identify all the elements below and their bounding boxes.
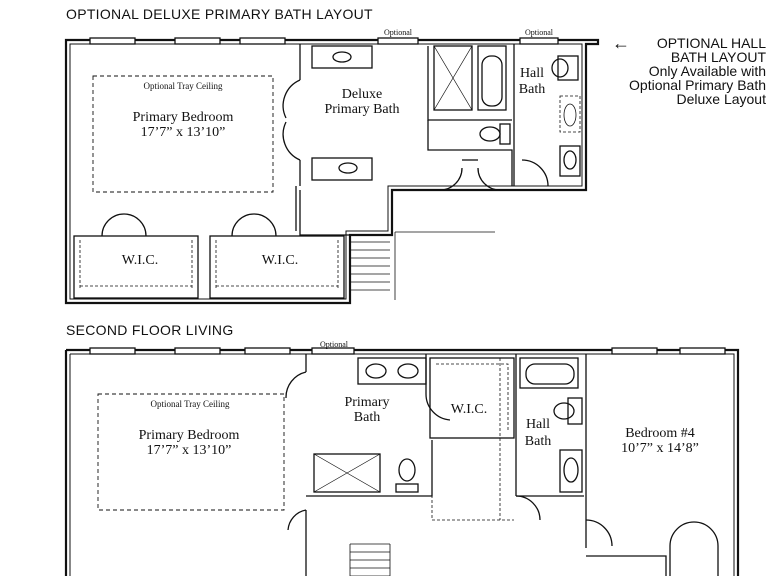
- primary-bedroom-label: Primary Bedroom: [133, 110, 234, 125]
- primary-bath-label-2: Bath: [354, 410, 380, 425]
- wic-right-outline: [209, 235, 345, 299]
- vanity-sink: [311, 157, 373, 181]
- tray-ceiling-label: Optional Tray Ceiling: [143, 81, 223, 91]
- hall-bath-label-b2: Bath: [525, 434, 551, 449]
- window: [174, 347, 221, 355]
- top-plan-title: OPTIONAL DELUXE PRIMARY BATH LAYOUT: [66, 6, 373, 22]
- bedroom4-label: Bedroom #4: [625, 426, 695, 441]
- deluxe-bath-label-1: Deluxe: [342, 87, 382, 102]
- note-line-3: Only Available with: [648, 63, 766, 79]
- wic-right-label: W.I.C.: [262, 253, 298, 268]
- vanity-double-sink: [357, 357, 427, 385]
- window: [244, 347, 291, 355]
- tray-ceiling-outline: [92, 75, 274, 193]
- door-swing: [285, 371, 307, 399]
- optional-window-label-1: Optional: [384, 28, 413, 37]
- note-line-5: Deluxe Layout: [676, 91, 766, 107]
- stairs: [349, 543, 391, 576]
- left-arrow-icon: ←: [612, 33, 630, 53]
- window: [239, 37, 286, 45]
- bottom-floor-plan: [64, 347, 740, 576]
- primary-bedroom-size-2: 17’7” x 13’10”: [147, 443, 232, 458]
- optional-window-label-2: Optional: [525, 28, 554, 37]
- door-swing: [282, 79, 301, 119]
- bathtub: [519, 357, 579, 389]
- toilet: [567, 397, 583, 425]
- hall-bath-label-2: Bath: [519, 82, 545, 97]
- tray-ceiling-outline: [97, 393, 285, 511]
- deluxe-bath-label-2: Primary Bath: [324, 102, 399, 117]
- primary-bedroom-label-2: Primary Bedroom: [139, 428, 240, 443]
- window: [679, 347, 726, 355]
- optional-window-label: Optional: [320, 340, 349, 349]
- note-line-4: Optional Primary Bath: [629, 77, 766, 93]
- bedroom4-size: 10’7” x 14’8”: [621, 441, 699, 456]
- top-floor-plan: [64, 37, 600, 305]
- door-swing: [101, 213, 147, 237]
- shower: [313, 453, 381, 493]
- optional-vanity: [559, 95, 581, 133]
- primary-bedroom-size: 17’7” x 13’10”: [141, 125, 226, 140]
- toilet: [395, 483, 419, 493]
- window: [611, 347, 658, 355]
- closet-doors: [669, 521, 719, 576]
- door-swing: [282, 121, 301, 161]
- optional-window: [519, 37, 559, 45]
- vanity-sink: [559, 449, 583, 493]
- hall-bath-label-1: Hall: [520, 66, 544, 81]
- note-line-1: OPTIONAL HALL: [656, 35, 766, 51]
- window: [89, 347, 136, 355]
- tray-ceiling-label-2: Optional Tray Ceiling: [150, 399, 230, 409]
- wic-left-outline: [73, 235, 199, 299]
- optional-window: [311, 347, 355, 355]
- vanity-sink: [559, 145, 581, 177]
- window: [89, 37, 136, 45]
- bottom-plan-title: SECOND FLOOR LIVING: [66, 322, 234, 338]
- note-line-2: BATH LAYOUT: [670, 49, 766, 65]
- shower: [433, 45, 473, 111]
- door-swing: [585, 519, 613, 547]
- vanity-sink: [311, 45, 373, 69]
- wic-outline: [429, 357, 515, 439]
- wic-left-label: W.I.C.: [122, 253, 158, 268]
- toilet: [557, 55, 579, 81]
- hall-bath-label-b1: Hall: [526, 417, 550, 432]
- optional-hall-bath-note: OPTIONAL HALL BATH LAYOUT Only Available…: [629, 36, 766, 106]
- stairs: [350, 231, 495, 300]
- toilet: [499, 123, 511, 145]
- wic-label: W.I.C.: [451, 402, 487, 417]
- primary-bath-label-1: Primary: [344, 395, 389, 410]
- bathtub: [477, 45, 507, 111]
- window: [174, 37, 221, 45]
- optional-window: [377, 37, 419, 45]
- door-swing: [231, 213, 277, 237]
